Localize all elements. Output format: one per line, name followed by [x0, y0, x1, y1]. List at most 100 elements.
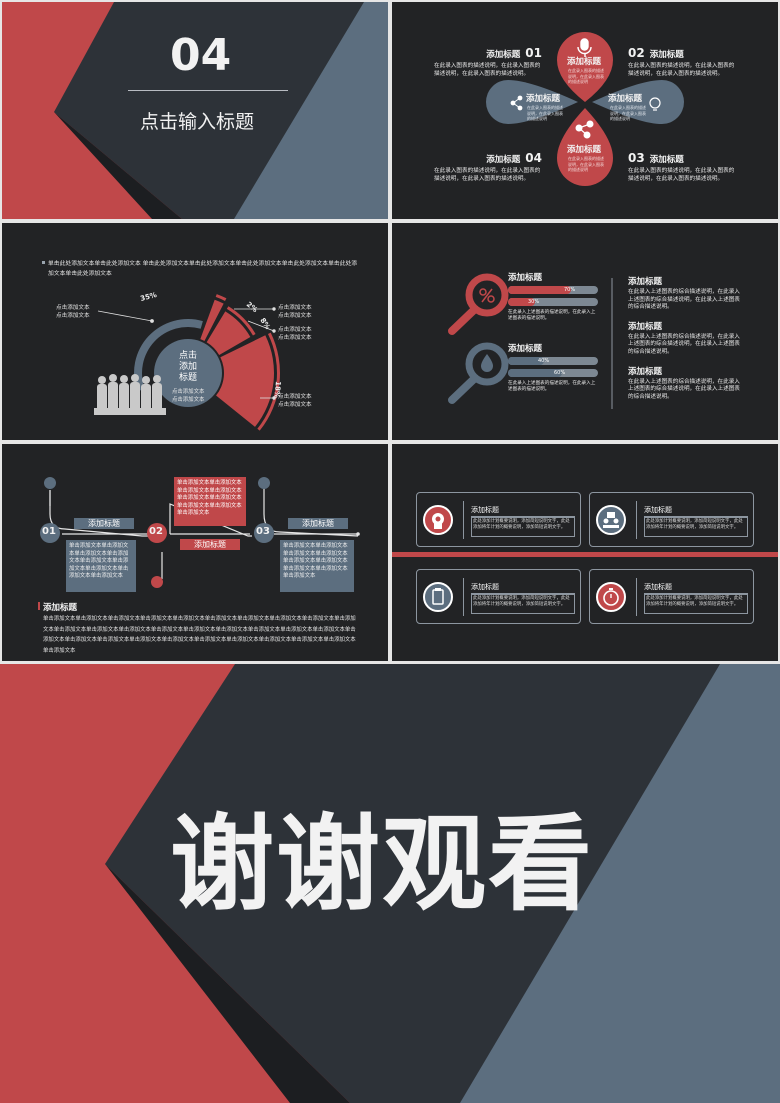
- timeline-bottom-icon-2: [151, 576, 163, 588]
- title-divider: [128, 90, 288, 91]
- petal-bottom-desc: 在此录入图表的描述说明，在此录入图表的描述说明: [568, 156, 604, 172]
- summary-1-desc: 在此录入上述图表的综合描述说明，在此录入上述图表的综合描述说明，在此录入上述图表…: [628, 289, 740, 311]
- card-2-title: 添加标题: [644, 505, 748, 517]
- step-01-number: 01: [42, 526, 56, 537]
- percent-icon: [479, 288, 495, 303]
- bar-1b-track: 30%: [508, 298, 598, 306]
- bar-2b-track: 60%: [508, 369, 598, 377]
- slide-timeline: 01 02 03 添加标题 单击添加文本单击添加文本单击添加文本单击添加文本单击…: [2, 444, 388, 661]
- bar-2a-fill: [508, 357, 544, 365]
- bar-1a-fill: [508, 286, 571, 294]
- summary-3-title: 添加标题: [628, 366, 663, 377]
- stopwatch-icon: [603, 588, 619, 606]
- bar-group-1-desc: 在此录入上述图表的描述说明，在此录入上述图表的描述说明。: [508, 310, 596, 322]
- petal-top-desc: 在此录入图表的描述说明，在此录入图表的描述说明: [568, 68, 604, 84]
- card-3-text: 此处添加计划概要说明，添加简短说明文字，此处添加将年计划的概要说明，添加简短说明…: [471, 594, 575, 614]
- item-04-title: 添加标题: [486, 155, 521, 165]
- petal-left-label: 添加标题: [526, 94, 561, 104]
- bar-2a-label: 40%: [538, 358, 550, 364]
- bottom-title: 添加标题: [43, 603, 78, 613]
- pie-slice-outer-ring-4: [257, 332, 280, 431]
- item-02-desc: 在此录入图表的描述说明，在此录入图表的描述说明，在此录入图表的描述说明。: [628, 63, 735, 77]
- petal-diagram: [486, 32, 684, 186]
- pie-slice-2: [200, 299, 224, 341]
- slide-radial-chart: 单击此处添加文本单击此处添加文本 单击此处添加文本单击此处添加文本单击此处添加文…: [2, 223, 388, 440]
- background-shapes: [2, 2, 364, 219]
- step-02-number: 02: [149, 526, 163, 537]
- pie-slice-outer-ring-3: [226, 306, 256, 336]
- bar-1b-label: 30%: [528, 299, 540, 305]
- drop-icon: [481, 354, 493, 372]
- card-1-title: 添加标题: [471, 505, 575, 517]
- bar-1a-track: 70%: [508, 286, 598, 294]
- bottom-title-marker: [38, 602, 40, 610]
- microphone-icon: [577, 38, 592, 57]
- pie-label-3: 8%: [258, 317, 271, 331]
- lightbulb-icon: [649, 97, 661, 111]
- card-3-title: 添加标题: [471, 582, 575, 594]
- pie-center-sub: 点击添加文本 点击添加文本: [172, 389, 205, 403]
- card-3-icon-circle: [423, 582, 453, 612]
- thanks-title[interactable]: 谢谢观看: [170, 803, 595, 925]
- bottom-text: 单击添加文本单击添加文本单击添加文本单击添加文本单击添加文本单击添加文本单击添加…: [43, 616, 356, 654]
- summary-3-desc: 在此录入上述图表的综合描述说明，在此录入上述图表的综合描述说明，在此录入上述图表…: [628, 378, 740, 400]
- pie-slice-3: [206, 311, 251, 355]
- note-2: 点击添加文本 点击添加文本: [278, 327, 312, 341]
- magnifier-red: [448, 273, 509, 335]
- right-summary: 添加标题 在此录入上述图表的综合描述说明，在此录入上述图表的综合描述说明，在此录…: [628, 275, 740, 401]
- pie-label-4: 18%: [273, 381, 282, 398]
- note-3: 点击添加文本 点击添加文本: [278, 394, 312, 408]
- pie-center-disc: [154, 339, 222, 407]
- bar-group-1-title: 添加标题: [508, 273, 543, 283]
- step-02-title: 添加标题: [180, 539, 240, 550]
- petal-top: [557, 32, 613, 102]
- slide-thanks: 谢谢观看: [0, 664, 780, 1103]
- step-01-title: 添加标题: [74, 518, 134, 529]
- intro-text: 单击此处添加文本单击此处添加文本 单击此处添加文本单击此处添加文本单击此处添加文…: [48, 261, 358, 277]
- petal-bottom-label: 添加标题: [567, 145, 602, 155]
- item-01-number: 01: [525, 46, 542, 60]
- slide-petal-diagram: 添加标题 在此录入图表的描述说明，在此录入图表的描述说明 添加标题 在此录入图表…: [392, 2, 778, 219]
- card-1: 添加标题 此处添加计划概要说明，添加简短说明文字，此处添加将年计划的概要说明，添…: [416, 492, 581, 547]
- magnifier-slate: [448, 342, 509, 404]
- petal-bottom: [557, 108, 613, 186]
- card-3-divider: [463, 578, 464, 616]
- item-01-desc: 在此录入图表的描述说明，在此录入图表的描述说明，在此录入图表的描述说明。: [434, 63, 541, 77]
- card-1-icon-circle: [423, 505, 453, 535]
- item-04-desc: 在此录入图表的描述说明，在此录入图表的描述说明，在此录入图表的描述说明。: [434, 168, 541, 182]
- intro-bullet: [42, 261, 45, 264]
- step-03-number: 03: [256, 526, 270, 537]
- leader-lines: [97, 307, 276, 400]
- card-2-divider: [636, 501, 637, 539]
- step-03-node: [254, 523, 274, 543]
- card-1-text: 此处添加计划概要说明，添加简短说明文字，此处添加将年计划的概要说明，添加简短说明…: [471, 517, 575, 537]
- step-03-title: 添加标题: [288, 518, 348, 529]
- timeline-top-icon-1: [44, 477, 56, 489]
- petal-right-label: 添加标题: [608, 94, 643, 104]
- step-03-text: 单击添加文本单击添加文本单击添加文本单击添加文本单击添加文本单击添加文本单击添加…: [280, 540, 354, 592]
- bar-1a-label: 70%: [564, 287, 576, 293]
- petal-left-desc: 在此录入图表的描述说明，在此录入图表的描述说明: [527, 105, 563, 121]
- slide-cards: 添加标题 此处添加计划概要说明，添加简短说明文字，此处添加将年计划的概要说明，添…: [392, 444, 778, 661]
- item-01-title: 添加标题: [486, 50, 521, 60]
- petal-left: [486, 80, 578, 124]
- card-2-text: 此处添加计划概要说明，添加简短说明文字，此处添加将年计划的概要说明，添加简短说明…: [644, 517, 748, 537]
- petal-top-label: 添加标题: [567, 57, 602, 67]
- bar-2a-track: 40%: [508, 357, 598, 365]
- section-title[interactable]: 点击输入标题: [140, 111, 255, 133]
- red-band: [392, 552, 778, 557]
- item-02-title: 添加标题: [649, 50, 684, 60]
- item-02-number: 02: [628, 46, 645, 60]
- radial-pie-chart: 35%2%8%18%: [94, 291, 282, 431]
- bar-group-2: 添加标题 40% 60% 在此录入上述图表的描述说明，在此录入上述图表的描述说明…: [508, 342, 598, 394]
- share-icon: [510, 95, 523, 111]
- magnifier-graphics: [448, 273, 613, 409]
- slide-progress-bars: 添加标题 70% 30% 在此录入上述图表的描述说明，在此录入上述图表的描述说明…: [392, 223, 778, 440]
- card-4-title: 添加标题: [644, 582, 748, 594]
- card-1-divider: [463, 501, 464, 539]
- card-2: 添加标题 此处添加计划概要说明，添加简短说明文字，此处添加将年计划的概要说明，添…: [589, 492, 754, 547]
- card-4-divider: [636, 578, 637, 616]
- card-2-icon-circle: [596, 505, 626, 535]
- summary-2-title: 添加标题: [628, 321, 663, 332]
- item-01: 添加标题 01 在此录入图表的描述说明，在此录入图表的描述说明，在此录入图表的描…: [434, 42, 542, 78]
